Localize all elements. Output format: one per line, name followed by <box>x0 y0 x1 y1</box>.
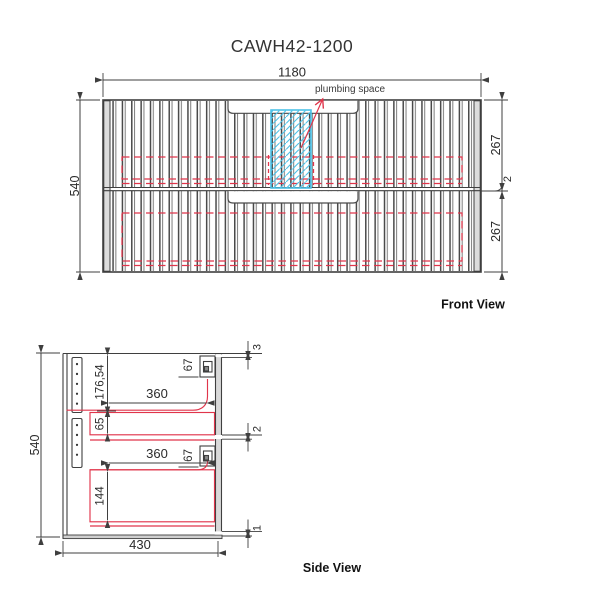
dim-width-label: 1180 <box>278 65 306 80</box>
side-dim-height: 540 <box>28 344 60 546</box>
dim-top-offset-label: 176,54 <box>95 364 107 400</box>
handle-recess-lower <box>227 191 359 204</box>
side-view-caption: Side View <box>303 561 361 575</box>
drawing-title: CAWH42-1200 <box>231 36 354 56</box>
side-callout-bottom-gap: 1 <box>222 519 263 548</box>
plumbing-space: plumbing space <box>270 84 385 189</box>
front-dim-height: 540 <box>68 91 100 281</box>
side-drawer-boxes <box>66 379 216 527</box>
plumbing-label: plumbing space <box>315 84 385 95</box>
dim-upper-drawer-depth-label: 360 <box>146 386 168 401</box>
dim-lower-drawer-label: 267 <box>489 221 503 242</box>
dim-upper-drawer-label: 267 <box>489 135 503 156</box>
front-dim-drawers: 267 267 <box>484 91 508 281</box>
drawer-front-edge <box>215 353 222 539</box>
front-outline <box>102 99 482 273</box>
front-callout-divider: 2 <box>481 176 514 192</box>
dim-lower-clearance-label: 144 <box>95 486 107 506</box>
dim-lower-drawer-depth-label: 360 <box>146 446 168 461</box>
front-dim-width: 1180 <box>94 65 490 97</box>
fluted-panel-lower <box>110 191 474 271</box>
side-dim-upper-clearance: 65 <box>95 406 111 442</box>
side-dim-lower-clearance: 144 <box>95 463 111 529</box>
side-dim-depth: 430 <box>54 537 227 557</box>
plumbing-leader-arrow <box>300 97 325 149</box>
callout-bottom-gap-label: 1 <box>251 525 263 531</box>
front-view-caption: Front View <box>441 298 505 312</box>
front-callout-2-label: 2 <box>502 176 514 182</box>
side-dim-depth-label: 430 <box>129 537 151 552</box>
lower-drawer-box <box>89 469 216 523</box>
callout-top-gap-label: 3 <box>251 344 263 350</box>
side-dim-upper-drawer-depth: 360 <box>100 386 215 406</box>
dim-upper-clearance-label: 65 <box>95 418 107 431</box>
side-dim-lower-drawer-depth: 360 <box>100 446 215 466</box>
side-view: 176,54 360 65 67 360 67 144 540 <box>28 341 361 575</box>
side-callout-mid-gap: 2 <box>222 423 263 452</box>
dim-height-label: 540 <box>68 176 82 197</box>
side-dim-height-label: 540 <box>28 435 42 456</box>
side-callout-top-gap: 3 <box>222 341 263 370</box>
plumbing-hatch-area <box>270 109 312 189</box>
upper-drawer-box <box>89 411 216 436</box>
left-side-panel <box>103 100 111 272</box>
right-side-panel <box>473 100 481 272</box>
callout-mid-gap-label: 2 <box>251 426 263 432</box>
front-view: plumbing space 1180 540 267 267 2 Front <box>68 65 514 312</box>
side-dim-upper-bracket: 67 <box>178 359 199 378</box>
dim-upper-bracket-label: 67 <box>183 359 195 372</box>
side-dim-lower-bracket: 67 <box>178 449 199 468</box>
mounting-strip-lower <box>71 417 83 469</box>
lower-drawer-dashed-outline <box>121 212 463 262</box>
dim-lower-bracket-label: 67 <box>183 449 195 462</box>
mounting-strips <box>71 356 83 469</box>
upper-slide-profile <box>66 379 209 411</box>
